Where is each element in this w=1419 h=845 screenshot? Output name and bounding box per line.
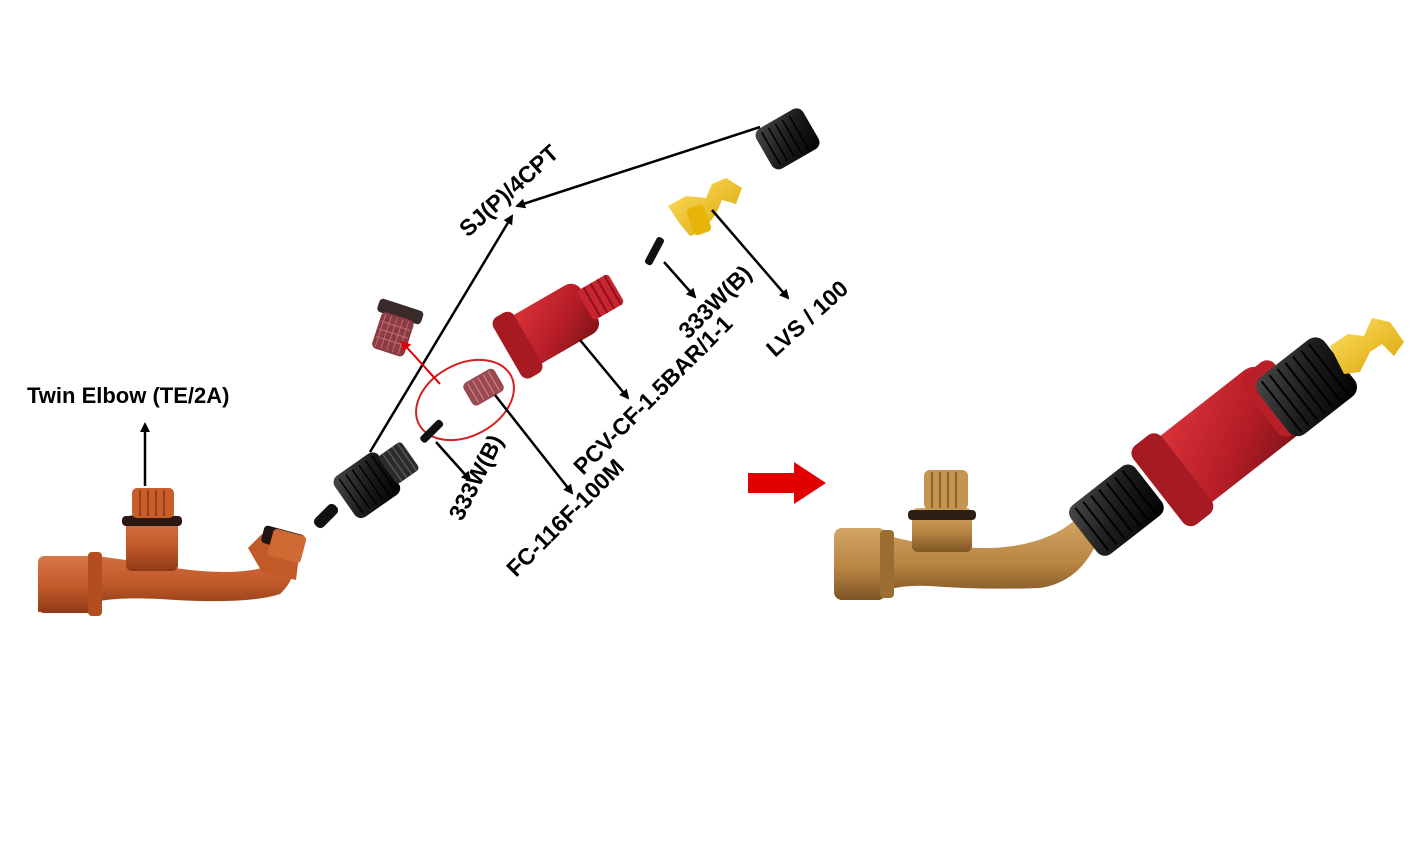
twin-elbow-label: Twin Elbow (TE/2A) xyxy=(27,383,229,408)
valve-pointer-arrow xyxy=(579,339,630,400)
pressure-control-valve-part xyxy=(492,274,624,379)
filter-highlight-ellipse xyxy=(415,358,515,442)
washer-left-arrow xyxy=(435,441,472,482)
valve-label: PCV-CF-1.5BAR/1-1 xyxy=(568,310,737,479)
black-cap-part xyxy=(755,108,820,170)
lever-pointer-arrow xyxy=(711,209,790,300)
filter-pointer-arrow xyxy=(494,394,574,495)
twin-elbow-part xyxy=(38,488,307,616)
mesh-filter-small xyxy=(463,368,504,406)
sj-cap-label: SJ(P)/4CPT xyxy=(454,139,564,241)
lvs-label: LVS / 100 xyxy=(761,275,853,362)
cap-to-sj-arrow xyxy=(515,125,761,209)
washer-right xyxy=(644,237,664,266)
assembled-product-image xyxy=(834,318,1404,600)
o-ring-outlet xyxy=(313,503,339,529)
red-callout-arrow xyxy=(400,340,441,385)
right-arrow-icon xyxy=(748,462,826,504)
filter-label: FC-116F-100M xyxy=(501,454,629,582)
adapter-to-sj-arrow xyxy=(368,214,514,453)
yellow-lever-part xyxy=(668,178,742,236)
washer-right-arrow xyxy=(663,261,697,299)
mesh-filter-top xyxy=(372,298,424,357)
washer-label-1: 333W(B) xyxy=(443,430,508,524)
washer-left xyxy=(420,419,444,443)
black-threaded-adapter xyxy=(333,442,419,519)
